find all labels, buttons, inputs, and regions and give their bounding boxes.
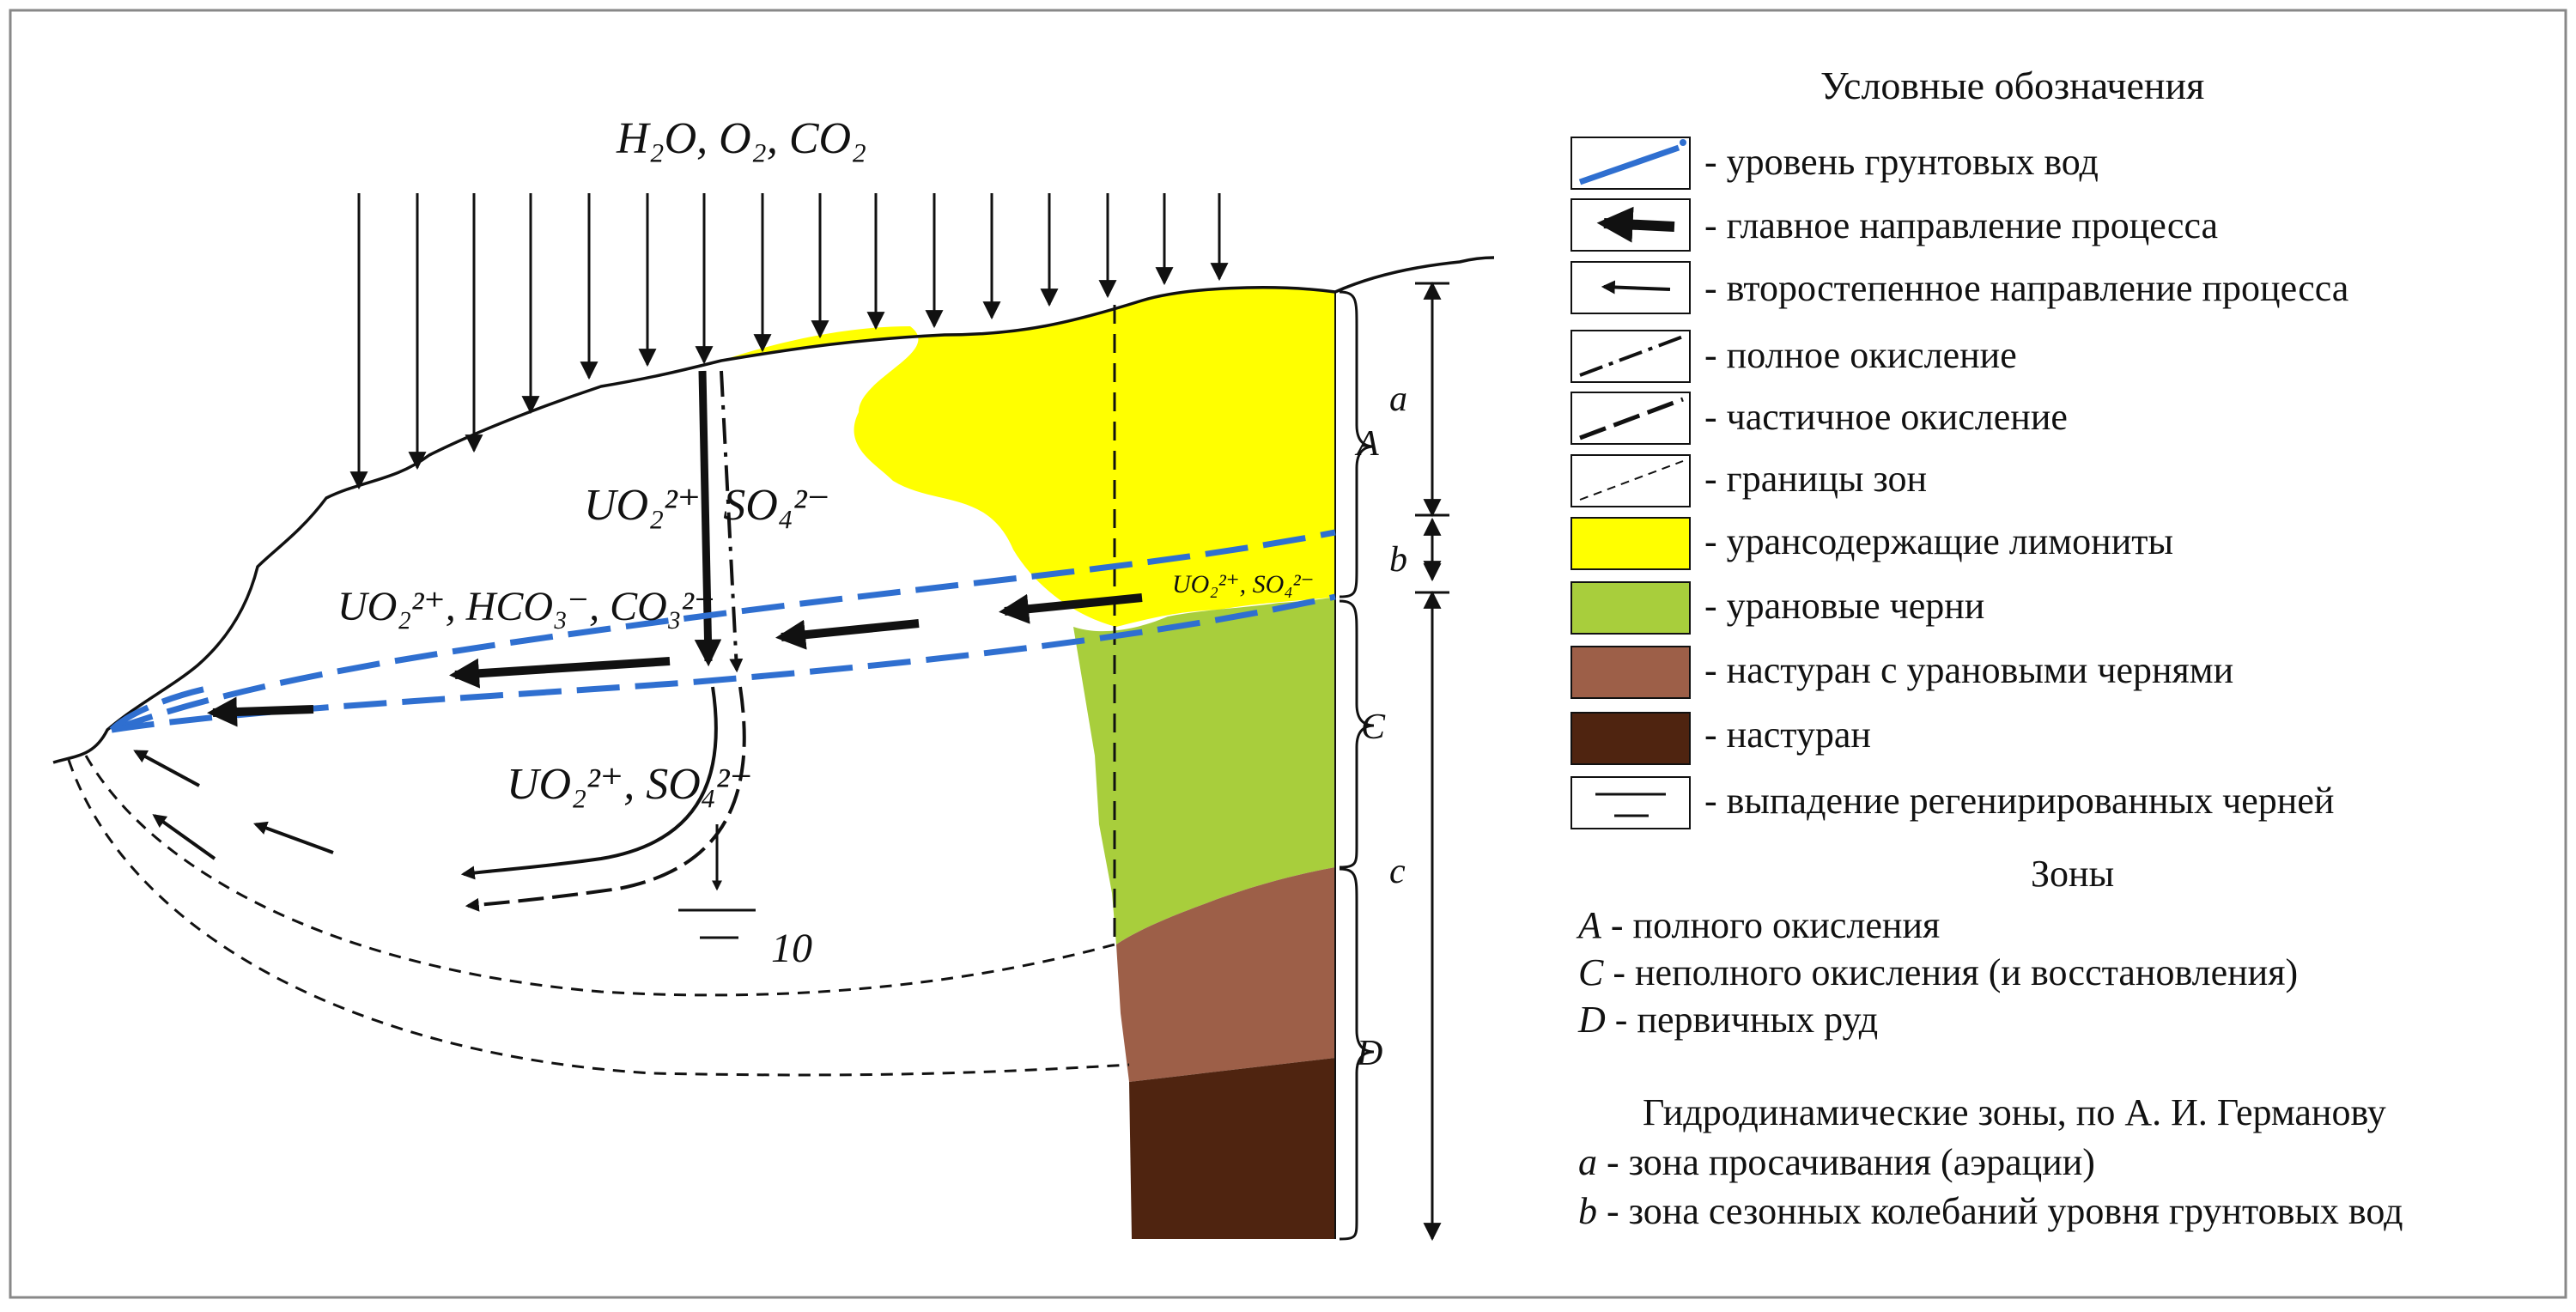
zone-item-d: D - первичных руд bbox=[1577, 999, 1878, 1041]
uranium-blacks-zone bbox=[1073, 597, 1335, 945]
groundwater-line-icon bbox=[1578, 144, 1680, 185]
groundwater-levels bbox=[109, 529, 1336, 733]
legend-label-full-oxidation: - полное окисление bbox=[1704, 334, 2017, 376]
regenerated-blacks-icon bbox=[1595, 793, 1666, 817]
ion-label-small: UO₂²⁺, SO₄²⁻ bbox=[1172, 570, 1315, 598]
legend-label-regenerated: - выпадение регенирированных черней bbox=[1704, 780, 2334, 822]
zone-item-a: A - полного окисления bbox=[1576, 904, 1940, 946]
legend-title: Условные обозначения bbox=[1820, 64, 2204, 107]
pitchblende-with-blacks-zone bbox=[1116, 867, 1335, 1082]
legend-label-limonite: - урансодержащие лимониты bbox=[1704, 520, 2173, 562]
groundwater-dot bbox=[1680, 139, 1686, 146]
boundary-arrows bbox=[133, 750, 334, 860]
zones-list: A - полного окисления C - неполного окис… bbox=[1576, 904, 2298, 1041]
sample-number: 10 bbox=[771, 926, 812, 971]
ion-label-upper: UO₂²⁺, SO₄²⁻ bbox=[584, 481, 830, 530]
legend-label-partial-oxidation: - частичное окисление bbox=[1704, 396, 2068, 438]
hydro-letter-c: c bbox=[1389, 852, 1406, 891]
legend-label-uranium-blacks: - урановые черни bbox=[1704, 585, 1984, 627]
legend-icons bbox=[1571, 137, 1691, 829]
legend: Условные обозначения - уровень bbox=[1571, 64, 2403, 1232]
main-flow-arrows bbox=[207, 593, 1143, 727]
long-dash-line-icon bbox=[1579, 397, 1684, 440]
frame bbox=[9, 9, 2567, 1299]
zone-item-c: C - неполного окисления (и восстановлени… bbox=[1578, 951, 2298, 993]
limonite-zone bbox=[721, 287, 1335, 627]
zone-letter-c-upper: C bbox=[1361, 708, 1386, 747]
infiltration-arrows bbox=[349, 193, 1229, 490]
return-flow-solid bbox=[460, 686, 718, 880]
hydro-list: a - зона просачивания (аэрации) b - зона… bbox=[1578, 1141, 2403, 1232]
pitchblende-zone bbox=[1129, 1058, 1335, 1239]
hydro-letter-b: b bbox=[1389, 540, 1407, 580]
zones-title: Зоны bbox=[2031, 853, 2114, 895]
full-oxidation-line bbox=[720, 370, 744, 673]
hydro-letter-a: a bbox=[1389, 380, 1407, 419]
legend-label-groundwater: - уровень грунтовых вод bbox=[1704, 141, 2099, 183]
legend-label-zone-boundaries: - границы зон bbox=[1704, 458, 1927, 500]
return-flow-dashed bbox=[465, 686, 746, 912]
zone-letter-a-upper: A bbox=[1354, 424, 1379, 464]
zone-boundary-curves bbox=[67, 755, 1130, 1077]
main-arrow-icon bbox=[1596, 206, 1675, 243]
scale-ticks bbox=[1415, 282, 1449, 594]
zone-letter-d-upper: D bbox=[1356, 1034, 1382, 1073]
legend-labels: - уровень грунтовых вод - главное направ… bbox=[1704, 141, 2348, 822]
legend-label-secondary-arrow: - второстепенное направление процесса bbox=[1704, 267, 2348, 309]
hydro-title: Гидродинамические зоны, по А. И. Германо… bbox=[1643, 1091, 2386, 1133]
secondary-arrow-icon bbox=[1601, 280, 1671, 295]
surface-gases-label: H₂O, O₂, CO₂ bbox=[616, 114, 866, 163]
zone-braces bbox=[1339, 290, 1375, 1241]
legend-label-main-arrow: - главное направление процесса bbox=[1704, 204, 2218, 246]
cross-section: H₂O, O₂, CO₂ UO₂²⁺, SO₄²⁻ UO₂²⁺, HCO₃⁻, … bbox=[52, 114, 1495, 1242]
hydro-item-a: a - зона просачивания (аэрации) bbox=[1578, 1141, 2095, 1183]
ground-surface bbox=[52, 256, 1495, 764]
ion-label-left: UO₂²⁺, HCO₃⁻, CO₃²⁻ bbox=[337, 584, 715, 629]
legend-label-pitchblende: - настуран bbox=[1704, 714, 1871, 756]
dash-dot-line-icon bbox=[1579, 335, 1684, 377]
hydro-item-b: b - зона сезонных колебаний уровня грунт… bbox=[1578, 1190, 2403, 1232]
short-dash-line-icon bbox=[1579, 460, 1684, 501]
legend-label-pitchblende-blacks: - настуран с урановыми чернями bbox=[1704, 649, 2233, 691]
regenerated-blacks-marker bbox=[678, 908, 756, 939]
ion-label-lower: UO₂²⁺, SO₄²⁻ bbox=[507, 760, 753, 809]
